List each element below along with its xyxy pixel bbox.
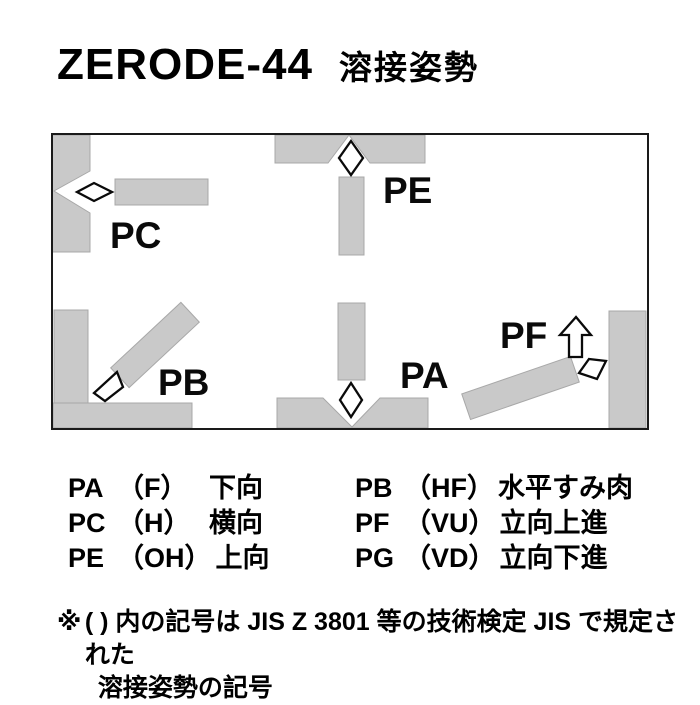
pa-electrode [337, 302, 366, 381]
legend-code: PE [68, 543, 105, 573]
legend-position-name: 下向 [209, 473, 263, 503]
legend-row-pf: PF （VU） 立向上進 [355, 506, 633, 541]
legend-code: PF [355, 508, 390, 538]
legend-position-name: 上向 [215, 543, 270, 573]
pf-weld-bead-icon [577, 357, 608, 381]
pb-base-plate [52, 402, 193, 429]
legend-position-name: 立向下進 [499, 543, 608, 573]
page-title: ZERODE-44 溶接姿勢 [57, 40, 479, 90]
legend-row-pe: PE （OH） 上向 [68, 541, 270, 576]
pf-electrode [461, 355, 580, 421]
legend-code: PC [68, 508, 106, 538]
pa-weld-bead-icon [338, 380, 364, 420]
legend-jis-code: （F） [117, 473, 188, 503]
legend-jis-code: （VU） [404, 508, 496, 538]
pb-wall-plate [53, 309, 89, 404]
diagram-border [51, 133, 649, 430]
legend-row-pb: PB （HF） 水平すみ肉 [355, 471, 633, 506]
legend-position-name: 水平すみ肉 [498, 473, 633, 503]
pc-electrode [114, 178, 209, 206]
legend-jis-code: （OH） [117, 543, 212, 573]
pc-label: PC [110, 215, 161, 256]
footnote-line1: ( ) 内の記号は JIS Z 3801 等の技術検定 JIS で規定された [84, 608, 679, 669]
legend-jis-code: （VD） [404, 543, 496, 573]
legend-column-left: PA （F） 下向 PC （H） 横向 PE （OH） 上向 [68, 471, 270, 576]
pe-electrode [338, 176, 365, 256]
pf-label: PF [500, 315, 547, 356]
footnote-marker: ※ [57, 608, 82, 636]
jis-footnote: ※ ( ) 内の記号は JIS Z 3801 等の技術検定 JIS で規定された… [57, 606, 700, 705]
welding-positions-diagram: PC PE PB PA PF [51, 133, 649, 430]
legend-code: PB [355, 473, 393, 503]
pb-weld-bead-icon [92, 370, 125, 403]
legend-position-name: 立向上進 [499, 508, 608, 538]
pf-wall-plate [608, 310, 647, 429]
legend-row-pa: PA （F） 下向 [68, 471, 270, 506]
pc-weld-bead-icon [74, 181, 115, 203]
pe-label: PE [383, 170, 432, 211]
footnote-text: ( ) 内の記号は JIS Z 3801 等の技術検定 JIS で規定された 溶… [85, 606, 700, 705]
footnote-line2: 溶接姿勢の記号 [97, 674, 273, 702]
pe-weld-bead-icon [337, 139, 365, 177]
pa-label: PA [400, 355, 449, 396]
pf-upward-arrow-icon [557, 315, 594, 359]
legend-position-name: 横向 [209, 508, 263, 538]
pb-label: PB [158, 362, 209, 403]
product-name: ZERODE-44 [57, 40, 313, 89]
legend-code: PA [68, 473, 104, 503]
pe-ceiling-plate-left [274, 134, 350, 164]
legend-row-pc: PC （H） 横向 [68, 506, 270, 541]
legend-column-right: PB （HF） 水平すみ肉 PF （VU） 立向上進 PG （VD） 立向下進 [355, 471, 633, 576]
legend-jis-code: （H） [117, 508, 191, 538]
legend-row-pg: PG （VD） 立向下進 [355, 541, 633, 576]
legend-code: PG [355, 543, 395, 573]
page-subtitle: 溶接姿勢 [338, 49, 479, 86]
legend-jis-code: （HF） [404, 473, 494, 503]
diagram-canvas: PC PE PB PA PF [51, 133, 649, 430]
pc-wall-plate [51, 134, 91, 253]
